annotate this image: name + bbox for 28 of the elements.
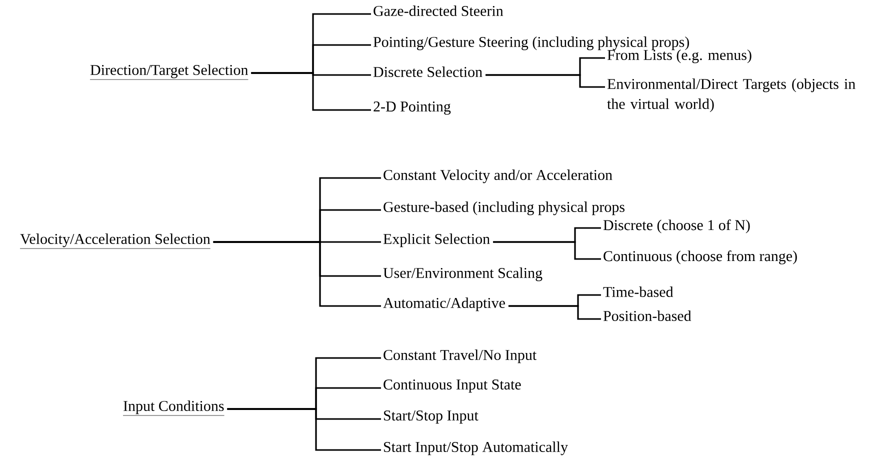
branch-label: Constant Travel/No Input: [384, 350, 537, 364]
bracket-connector: [508, 305, 601, 320]
bracket-connector: [213, 241, 381, 307]
branch-label: Gaze-directed Steerin: [374, 6, 504, 16]
branch-label: Discrete Selection: [373, 66, 482, 78]
branch-label: Gesture-based (including physical props: [384, 202, 624, 216]
bracket-connector: [251, 72, 371, 111]
category-heading: Input Conditions: [122, 400, 224, 416]
category-heading: Direction/Target Selection: [90, 64, 248, 80]
branch-label: Pointing/Gesture Steering (including physical props): [373, 36, 689, 50]
branch-label: Explicit Selection: [383, 234, 490, 248]
branch-label: Automatic/Adaptive: [383, 298, 505, 312]
branch-label: User/Environment Scaling: [383, 268, 542, 282]
branch-label: Start Input/Stop Automatically: [384, 442, 568, 456]
bracket-connector: [227, 408, 381, 451]
branch-label: From Lists (e.g. menus): [607, 50, 752, 64]
branch-label: Environmental/Direct Targets (objects in the virtual world): [607, 78, 856, 112]
branch-label: Constant Velocity and/or Acceleration: [384, 170, 612, 184]
branch-label: Continuous Input State: [384, 380, 521, 393]
branch-label: Discrete (choose 1 of N): [603, 220, 750, 234]
branch-label: Continuous (choose from range): [604, 250, 797, 264]
category-heading: Velocity/Acceleration Selection: [20, 234, 211, 249]
branch-label: Start/Stop Input: [384, 410, 478, 424]
branch-label: Time-based: [603, 286, 674, 298]
branch-label: Position-based: [603, 310, 692, 322]
branch-label: 2-D Pointing: [374, 102, 451, 115]
bracket-connector: [493, 241, 601, 260]
bracket-connector: [486, 74, 605, 88]
